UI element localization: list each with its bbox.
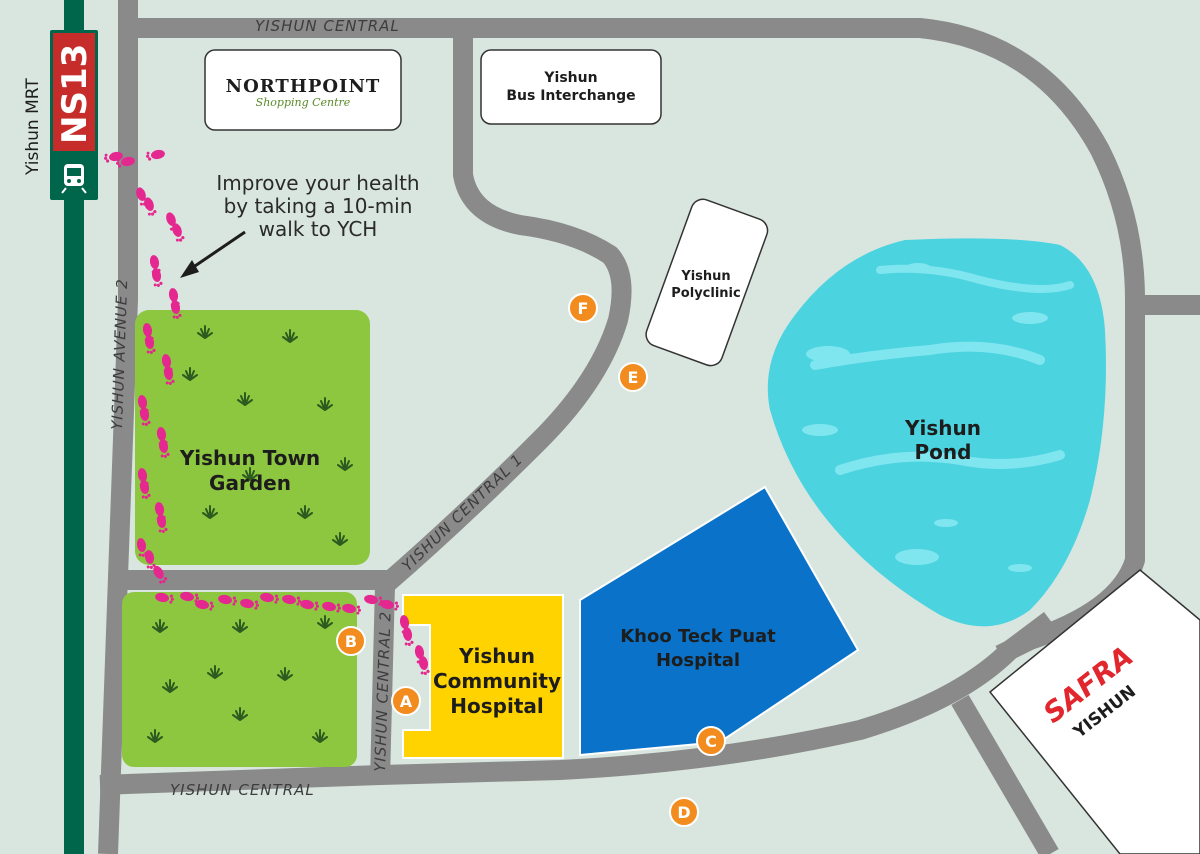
ych-line1: Yishun	[458, 644, 535, 668]
marker-e: E	[618, 362, 648, 392]
ktph-line2: Hospital	[656, 650, 740, 671]
marker-e-label: E	[628, 368, 639, 387]
label-yishun-central-top: YISHUN CENTRAL	[255, 17, 400, 35]
bus-interchange-line2: Bus Interchange	[506, 88, 635, 104]
northpoint-title: NORTHPOINT	[226, 76, 381, 97]
lower-garden	[122, 592, 357, 767]
pond-line1: Yishun	[904, 416, 981, 440]
road-inner-loop	[378, 28, 632, 593]
marker-b-label: B	[345, 632, 357, 651]
yishun-polyclinic	[645, 198, 769, 367]
mrt-station-name: Yishun MRT	[23, 78, 43, 176]
train-icon	[61, 164, 87, 194]
northpoint-subtitle: Shopping Centre	[256, 96, 351, 109]
annotation-line3: walk to YCH	[259, 217, 378, 241]
mrt-line	[64, 0, 84, 854]
marker-c-label: C	[705, 732, 717, 751]
mrt-station-code: NS13	[55, 44, 95, 144]
label-yishun-avenue-2: YISHUN AVENUE 2	[108, 278, 131, 430]
label-yishun-central-bottom: YISHUN CENTRAL	[170, 781, 315, 799]
arrow-icon	[180, 230, 246, 278]
town-garden-label-line1: Yishun Town	[179, 446, 320, 470]
safra-yishun	[988, 569, 1200, 854]
marker-d-label: D	[677, 803, 690, 822]
town-garden-label-line2: Garden	[209, 471, 291, 495]
khoo-teck-puat-hospital	[579, 485, 860, 757]
northpoint-shopping-centre	[204, 49, 402, 131]
ych-line2: Community	[433, 669, 561, 693]
marker-a: A	[391, 686, 421, 716]
yishun-bus-interchange	[480, 49, 662, 125]
yishun-pond	[767, 238, 1106, 627]
mrt-station-code-bg	[53, 33, 95, 151]
yishun-town-garden	[135, 310, 370, 565]
polyclinic-line2: Polyclinic	[671, 286, 740, 301]
annotation-line1: Improve your health	[216, 171, 419, 195]
ktph-line1: Khoo Teck Puat	[620, 626, 776, 647]
yishun-community-hospital	[402, 594, 564, 759]
bus-interchange-line1: Yishun	[543, 70, 597, 86]
marker-b: B	[336, 626, 366, 656]
marker-a-label: A	[400, 692, 413, 711]
marker-c: C	[696, 726, 726, 756]
label-yishun-central-2: YISHUN CENTRAL 2	[371, 611, 395, 773]
annotation-line2: by taking a 10-min	[224, 194, 413, 218]
polyclinic-line1: Yishun	[680, 269, 730, 284]
road-yishun-avenue-2	[98, 0, 138, 854]
pond-line2: Pond	[915, 440, 972, 464]
ych-line3: Hospital	[450, 694, 543, 718]
road-southeast-branch	[951, 694, 1059, 854]
marker-f-label: F	[578, 299, 589, 318]
road-yishun-central-2	[370, 584, 395, 781]
road-yishun-central-bottom	[99, 612, 1056, 795]
marker-f: F	[568, 293, 598, 323]
marker-d: D	[669, 797, 699, 827]
